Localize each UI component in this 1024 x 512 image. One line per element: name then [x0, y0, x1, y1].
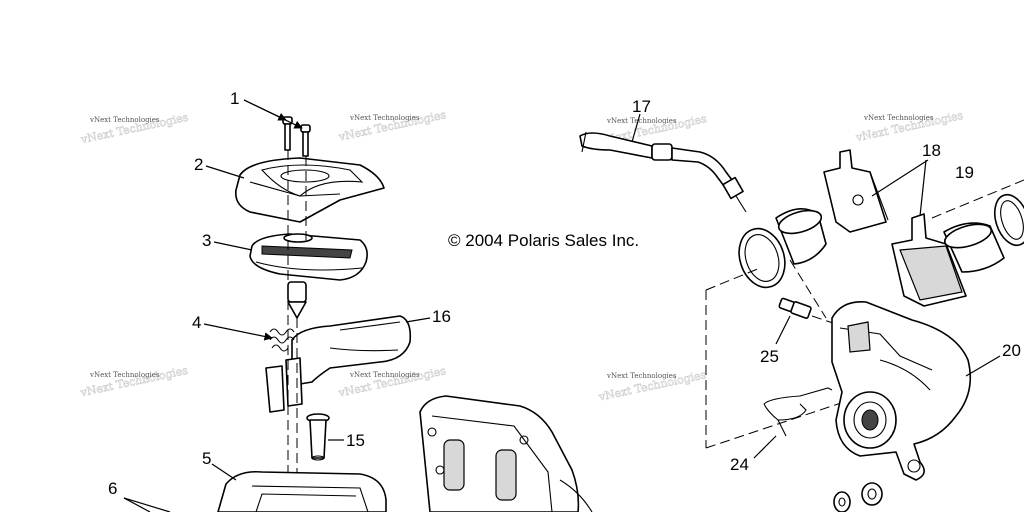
assembly-guides-left	[287, 150, 307, 512]
svg-text:vNext Technologies: vNext Technologies	[78, 364, 189, 400]
svg-text:17: 17	[632, 97, 651, 116]
part-19-pistons	[738, 193, 1024, 289]
svg-text:vNext Technologies: vNext Technologies	[349, 114, 420, 122]
watermark: vNext Technologies vNext Technologies	[78, 363, 190, 400]
part-24-clip	[763, 387, 833, 437]
svg-text:25: 25	[760, 347, 779, 366]
part-17-brake-line	[579, 131, 747, 213]
watermark: vNext Technologies vNext Technologies	[336, 364, 448, 400]
svg-text:vNext Technologies: vNext Technologies	[863, 114, 934, 122]
callout-3: 3	[202, 231, 253, 251]
copyright-text: © 2004 Polaris Sales Inc.	[448, 231, 639, 250]
part-4-spring	[269, 328, 295, 352]
part-20-caliper	[831, 301, 972, 481]
callout-17: 17	[631, 97, 651, 143]
callout-25: 25	[760, 315, 791, 366]
callout-5: 5	[202, 449, 237, 481]
callout-15: 15	[328, 431, 365, 450]
part-16-lever	[291, 315, 412, 385]
svg-text:20: 20	[1002, 341, 1021, 360]
svg-text:vNext Technologies: vNext Technologies	[336, 364, 447, 400]
callout-24: 24	[730, 435, 777, 474]
part-3-diaphragm	[249, 233, 368, 281]
callout-2: 2	[194, 155, 245, 179]
part-1-screws	[282, 116, 311, 157]
svg-text:15: 15	[346, 431, 365, 450]
part-5-master-cylinder	[217, 470, 387, 512]
handlebar-housing	[419, 395, 593, 512]
svg-text:16: 16	[432, 307, 451, 326]
svg-text:vNext Technologies: vNext Technologies	[606, 372, 677, 380]
callout-16: 16	[405, 307, 451, 326]
svg-text:vNext Technologies: vNext Technologies	[89, 371, 160, 379]
watermark: vNext Technologies vNext Technologies	[79, 110, 191, 146]
svg-text:3: 3	[202, 231, 211, 250]
svg-text:19: 19	[955, 163, 974, 182]
callout-4: 4	[192, 313, 273, 341]
callout-20: 20	[965, 341, 1021, 377]
svg-text:vNext Technologies: vNext Technologies	[89, 116, 160, 124]
lever-bracket	[265, 357, 303, 413]
callout-18: 18	[871, 141, 941, 217]
watermark: vNext Technologies vNext Technologies	[596, 368, 708, 404]
watermark: vNext Technologies vNext Technologies	[336, 108, 448, 144]
svg-text:24: 24	[730, 455, 749, 474]
part-15-pivot-pin	[306, 413, 330, 461]
svg-text:vNext Technologies: vNext Technologies	[606, 117, 677, 125]
assembly-guides-right	[705, 179, 1024, 449]
callout-6: 6	[108, 479, 171, 512]
callout-1: 1	[230, 89, 303, 129]
watermark: vNext Technologies vNext Technologies	[853, 108, 965, 144]
svg-text:vNext Technologies: vNext Technologies	[349, 371, 420, 379]
svg-text:6: 6	[108, 479, 117, 498]
svg-text:5: 5	[202, 449, 211, 468]
plunger	[287, 281, 307, 319]
svg-text:2: 2	[194, 155, 203, 174]
svg-text:1: 1	[230, 89, 239, 108]
callout-19: 19	[955, 163, 974, 182]
part-18-brake-pads	[823, 149, 967, 307]
svg-text:4: 4	[192, 313, 201, 332]
svg-text:18: 18	[922, 141, 941, 160]
part-2-reservoir-cover	[234, 157, 385, 223]
washers	[833, 482, 883, 512]
